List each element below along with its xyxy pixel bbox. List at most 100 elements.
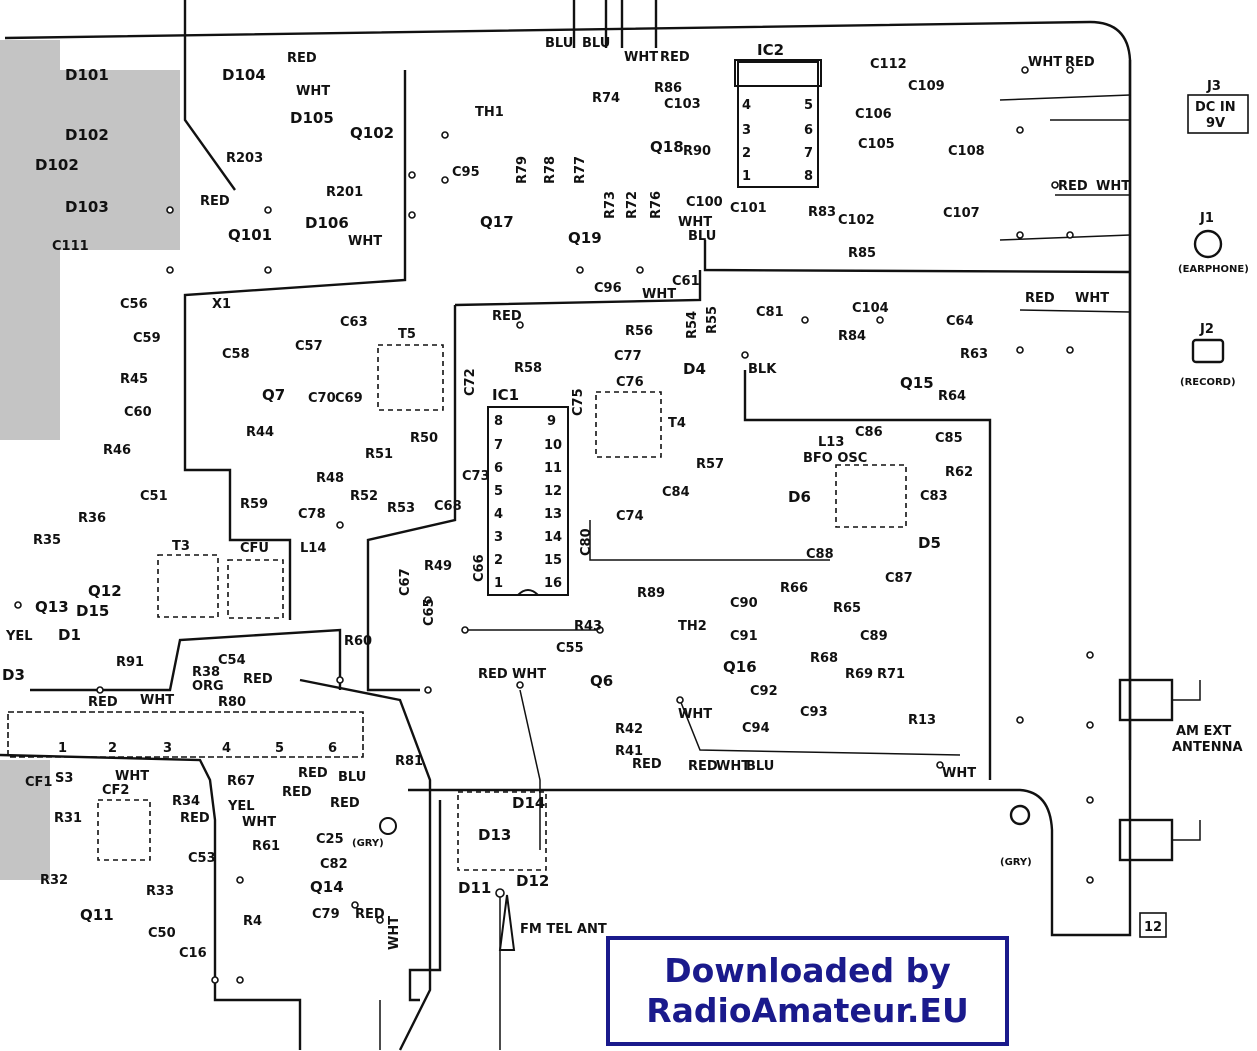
label-r59: R59 — [240, 497, 268, 512]
banner-line-1: Downloaded by — [664, 951, 951, 990]
label-c69: C69 — [335, 391, 363, 406]
label-d104: D104 — [222, 66, 266, 84]
label-c80: C80 — [579, 528, 594, 556]
label-c75: C75 — [571, 388, 586, 416]
wire-red-c25: RED — [282, 785, 312, 800]
label-c112: C112 — [870, 57, 907, 72]
wire-red-ic1: RED — [492, 309, 522, 324]
gry-coax-connector — [1009, 804, 1031, 826]
wire-red-q101: RED — [200, 194, 230, 209]
label-c56: C56 — [120, 297, 148, 312]
label-d12: D12 — [516, 872, 549, 890]
label-q15: Q15 — [900, 374, 934, 392]
wire-red-j2: RED — [1025, 291, 1055, 306]
label-c57: C57 — [295, 339, 323, 354]
wire-blu-2: BLU — [582, 36, 610, 51]
label-c95: C95 — [452, 165, 480, 180]
label-c64: C64 — [946, 314, 974, 329]
solder-pads — [14, 66, 1094, 984]
wire-wht-c53: WHT — [242, 815, 276, 830]
label-c84: C84 — [662, 485, 690, 500]
label-r13: R13 — [908, 713, 936, 728]
label-r31: R31 — [54, 811, 82, 826]
wire-red-r41: RED — [632, 757, 662, 772]
ic1-pin-7: 7 — [494, 438, 503, 453]
label-c66: C66 — [472, 554, 487, 582]
wire-red-switch: RED — [88, 695, 118, 710]
wire-wht-d106: WHT — [348, 234, 382, 249]
label-c59: C59 — [133, 331, 161, 346]
label-c105: C105 — [858, 137, 895, 152]
label-r57: R57 — [696, 457, 724, 472]
wire-gry-c82: (GRY) — [352, 838, 384, 849]
label-d15: D15 — [76, 602, 109, 620]
label-r56: R56 — [625, 324, 653, 339]
wire-org: ORG — [192, 679, 224, 694]
label-ic1: IC1 — [492, 386, 519, 404]
label-r78: R78 — [543, 156, 558, 184]
wire-wht-c61: WHT — [642, 287, 676, 302]
label-c90: C90 — [730, 596, 758, 611]
label-r76: R76 — [649, 191, 664, 219]
label-r46: R46 — [103, 443, 131, 458]
label-r85: R85 — [848, 246, 876, 261]
label-c89: C89 — [860, 629, 888, 644]
label-r90: R90 — [683, 144, 711, 159]
label-r91: R91 — [116, 655, 144, 670]
label-r51: R51 — [365, 447, 393, 462]
label-earphone: (EARPHONE) — [1178, 264, 1249, 275]
label-d4: D4 — [683, 360, 706, 378]
label-th2: TH2 — [678, 619, 707, 634]
label-r73: R73 — [603, 191, 618, 219]
label-q17: Q17 — [480, 213, 514, 231]
ic2-pin-6: 6 — [804, 123, 813, 138]
label-r201: R201 — [326, 185, 363, 200]
ic2-pin-1: 1 — [742, 169, 751, 184]
diode-bridge-outline — [457, 791, 547, 871]
label-j1: J1 — [1199, 211, 1214, 226]
cfu-outline — [227, 559, 284, 619]
wire-red-j3: RED — [1065, 55, 1095, 70]
label-am-ext: AM EXT — [1176, 724, 1231, 739]
switch-position-5: 5 — [275, 741, 284, 756]
label-c16: C16 — [179, 946, 207, 961]
label-board-number: 12 — [1144, 920, 1162, 935]
label-q16: Q16 — [723, 658, 757, 676]
label-r64: R64 — [938, 389, 966, 404]
label-c100: C100 — [686, 195, 723, 210]
label-r62: R62 — [945, 465, 973, 480]
label-r49: R49 — [424, 559, 452, 574]
label-c63: C63 — [340, 315, 368, 330]
wire-red-r67: RED — [298, 766, 328, 781]
label-c72: C72 — [463, 368, 478, 396]
t4-outline — [595, 391, 662, 458]
switch-position-4: 4 — [222, 741, 231, 756]
label-d11: D11 — [458, 879, 491, 897]
ic1-body — [487, 406, 569, 596]
ic1-pin-9: 9 — [547, 414, 556, 429]
label-q101: Q101 — [228, 226, 272, 244]
label-q6: Q6 — [590, 672, 613, 690]
label-cf1: CF1 — [25, 775, 52, 790]
label-r42: R42 — [615, 722, 643, 737]
label-r68: R68 — [810, 651, 838, 666]
ic1-pin-6: 6 — [494, 461, 503, 476]
wire-red-d104: RED — [287, 51, 317, 66]
ic1-pin-1: 1 — [494, 576, 503, 591]
label-c86: C86 — [855, 425, 883, 440]
label-q102: Q102 — [350, 124, 394, 142]
label-r44: R44 — [246, 425, 274, 440]
label-l14: L14 — [300, 541, 326, 556]
ic1-pin-14: 14 — [544, 530, 562, 545]
label-c78: C78 — [298, 507, 326, 522]
label-c73: C73 — [462, 469, 490, 484]
ic1-pin-15: 15 — [544, 553, 562, 568]
ic2-top-lid — [734, 59, 822, 87]
bandswitch-strip — [7, 711, 364, 758]
label-c88: C88 — [806, 547, 834, 562]
t5-outline — [377, 344, 444, 411]
wire-red-bottom: RED — [688, 759, 718, 774]
ic2-pin-7: 7 — [804, 146, 813, 161]
label-r77: R77 — [573, 156, 588, 184]
